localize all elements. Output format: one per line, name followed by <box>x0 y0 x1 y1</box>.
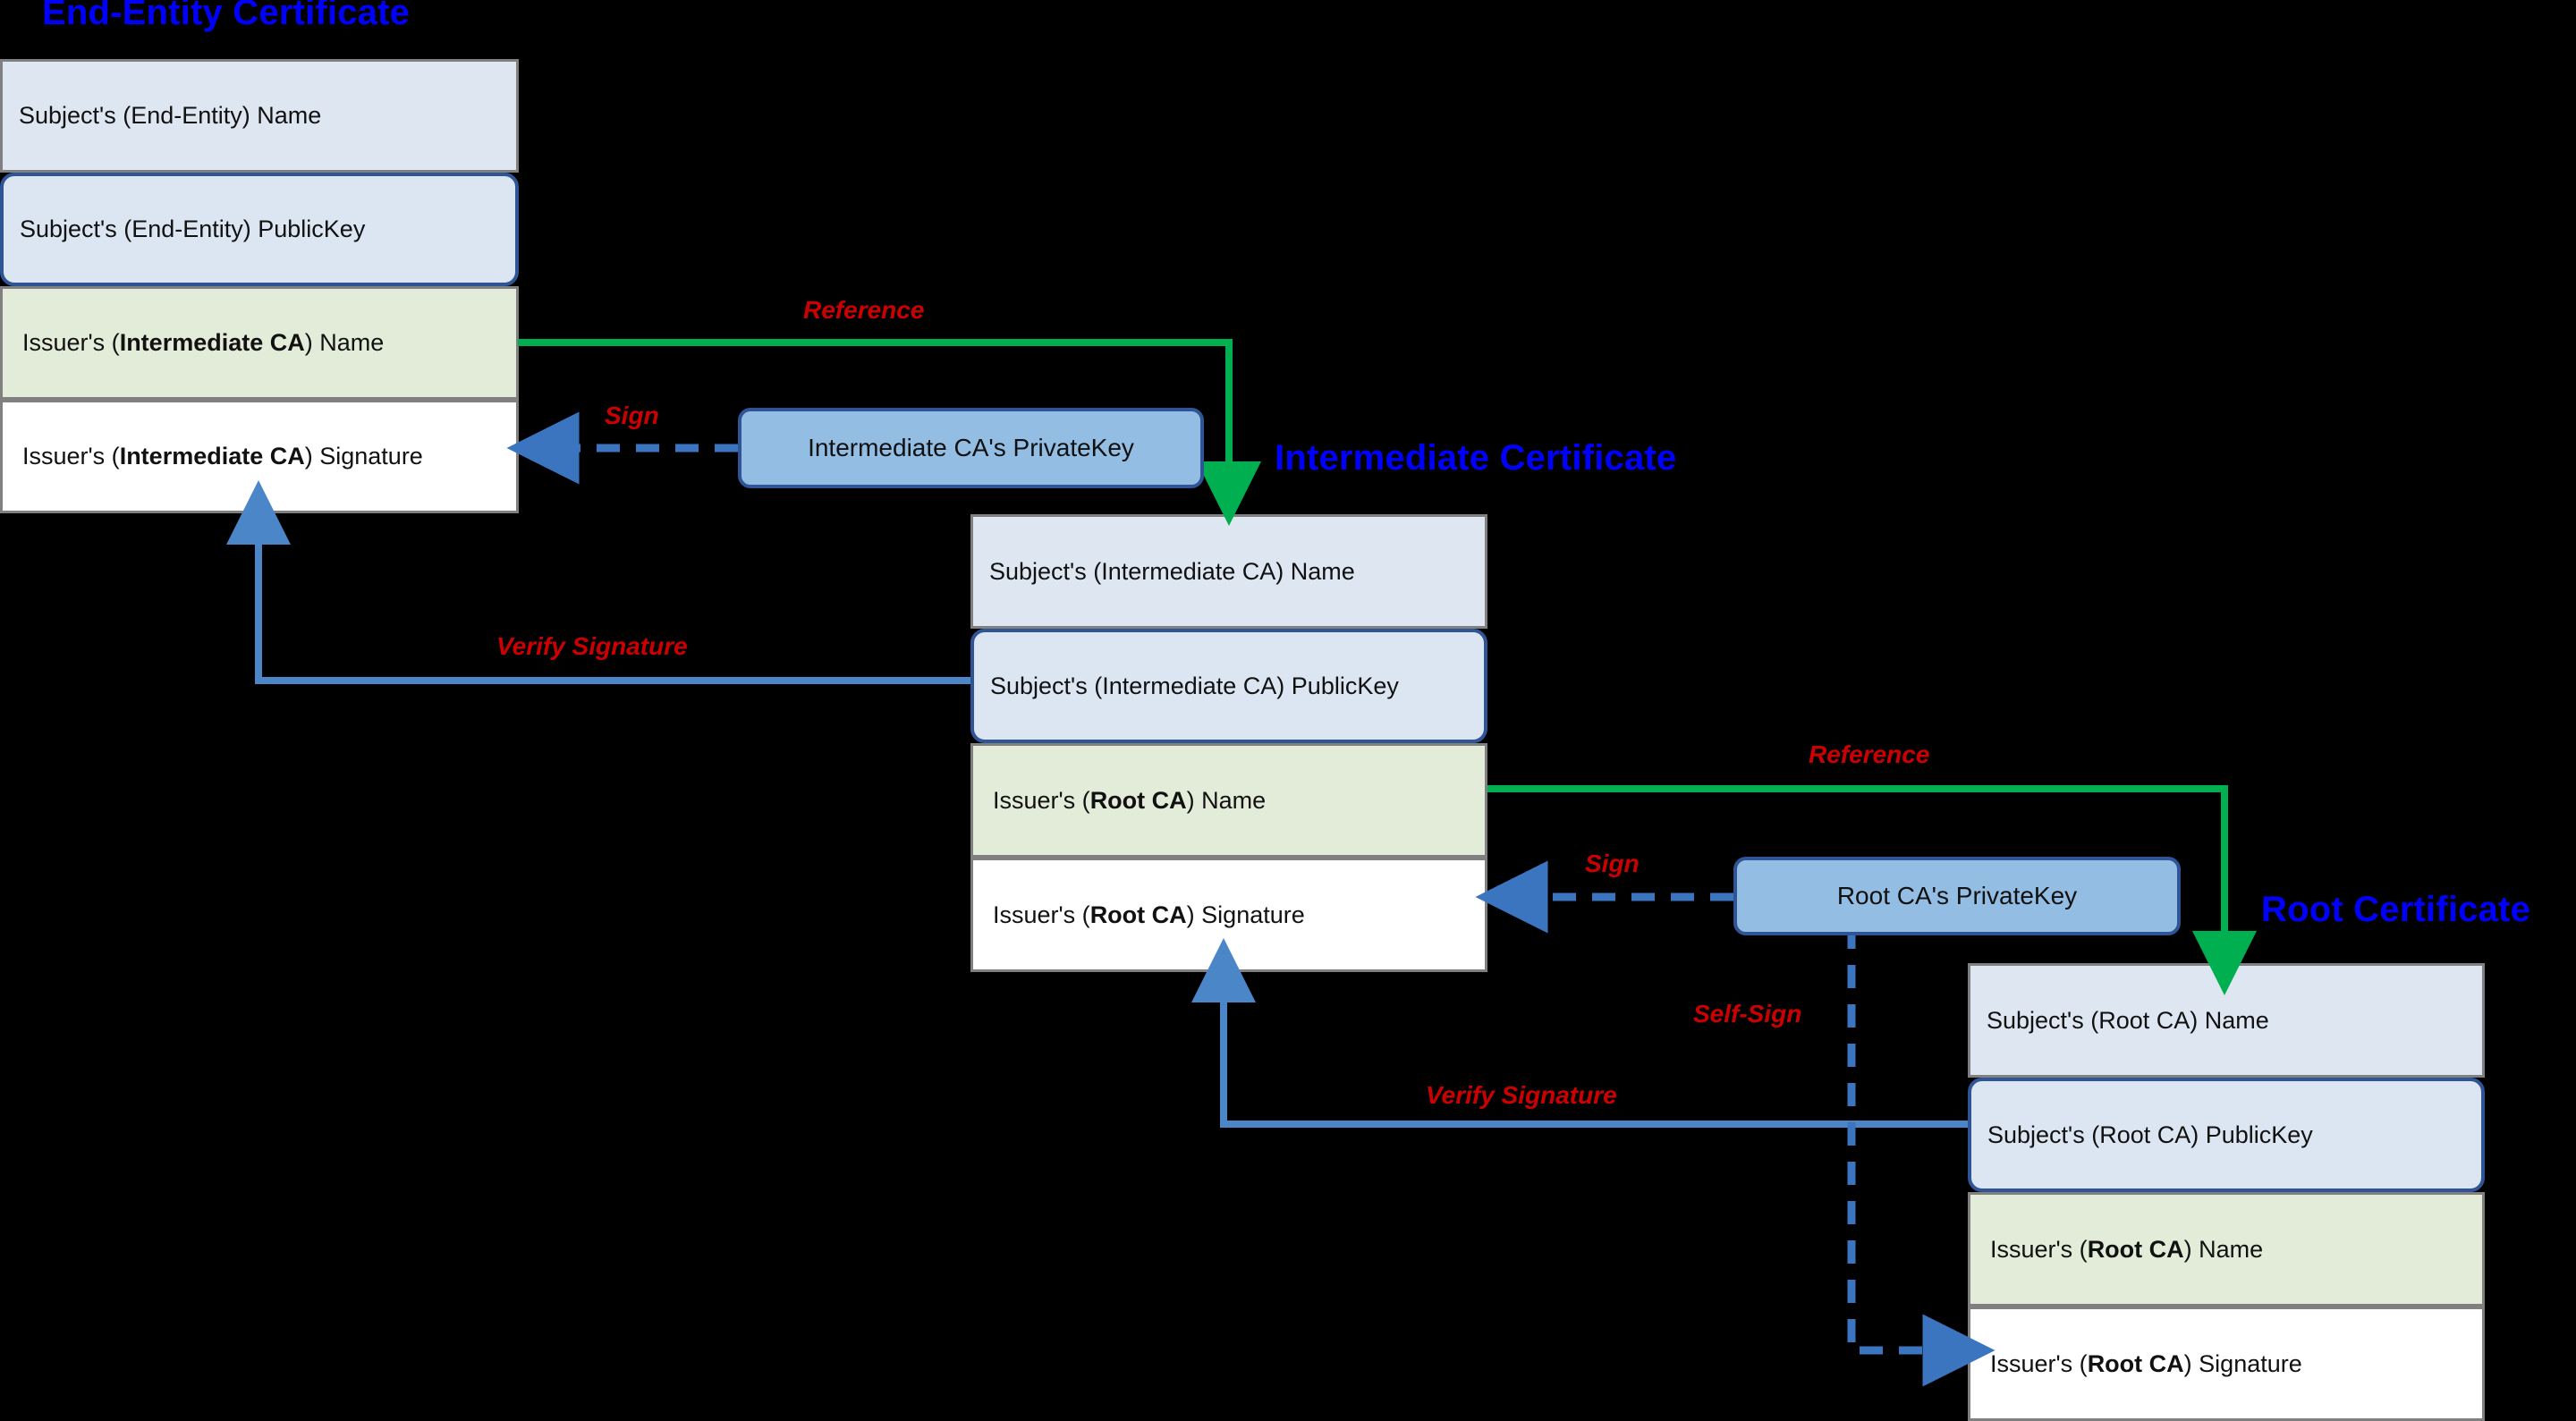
row-label: Issuer's (Intermediate CA) Signature <box>22 443 423 469</box>
row-label: Subject's (Root CA) Name <box>1987 1006 2269 1034</box>
root-certificate: Subject's (Root CA) Name Subject's (Root… <box>1968 963 2485 1421</box>
row-label: Issuer's (Root CA) Name <box>1990 1235 2264 1263</box>
row-label: Subject's (Intermediate CA) Name <box>989 557 1355 585</box>
privatekey-label: Root CA's PrivateKey <box>1836 882 2078 909</box>
intermediate-ca-privatekey-box: Intermediate CA's PrivateKey <box>738 408 1204 488</box>
row-label: Subject's (End-Entity) Name <box>19 102 322 129</box>
root-certificate-title: Root Certificate <box>2261 890 2531 929</box>
self-sign-label: Self-Sign <box>1693 1000 1802 1028</box>
end-entity-issuer-signature-row: Issuer's (Intermediate CA) Signature <box>0 400 519 513</box>
row-label: Issuer's (Root CA) Signature <box>993 901 1305 928</box>
end-entity-certificate: Subject's (End-Entity) Name Subject's (E… <box>0 59 519 513</box>
row-label: Issuer's (Root CA) Signature <box>1990 1349 2302 1377</box>
self-sign-arrow <box>1847 926 1996 1387</box>
row-label: Issuer's (Intermediate CA) Name <box>22 329 385 356</box>
row-label: Subject's (Root CA) PublicKey <box>1987 1121 2313 1148</box>
sign-label-bottom: Sign <box>1585 850 1640 877</box>
intermediate-issuer-signature-row: Issuer's (Root CA) Signature <box>970 858 1487 972</box>
intermediate-subject-publickey-row: Subject's (Intermediate CA) PublicKey <box>970 629 1487 743</box>
end-entity-certificate-title: End-Entity Certificate <box>42 0 411 32</box>
intermediate-issuer-name-row: Issuer's (Root CA) Name <box>970 743 1487 858</box>
row-label: Issuer's (Root CA) Name <box>993 786 1267 814</box>
end-entity-issuer-name-row: Issuer's (Intermediate CA) Name <box>0 286 519 400</box>
row-label: Subject's (End-Entity) PublicKey <box>20 216 366 242</box>
end-entity-subject-publickey-row: Subject's (End-Entity) PublicKey <box>0 173 519 286</box>
verify-signature-label-bottom: Verify Signature <box>1426 1081 1617 1109</box>
sign-label-top: Sign <box>605 402 659 429</box>
intermediate-subject-name-row: Subject's (Intermediate CA) Name <box>970 514 1487 629</box>
row-label: Subject's (Intermediate CA) PublicKey <box>990 672 1399 699</box>
verify-signature-label-top: Verify Signature <box>496 632 688 660</box>
root-issuer-name-row: Issuer's (Root CA) Name <box>1968 1192 2485 1307</box>
reference-label-top: Reference <box>803 296 925 324</box>
end-entity-subject-name-row: Subject's (End-Entity) Name <box>0 59 519 173</box>
root-subject-publickey-row: Subject's (Root CA) PublicKey <box>1968 1078 2485 1192</box>
privatekey-label: Intermediate CA's PrivateKey <box>808 434 1134 461</box>
intermediate-certificate-title: Intermediate Certificate <box>1275 438 1677 478</box>
reference-label-bottom: Reference <box>1809 740 1930 768</box>
root-issuer-signature-row: Issuer's (Root CA) Signature <box>1968 1307 2485 1421</box>
intermediate-certificate: Subject's (Intermediate CA) Name Subject… <box>970 514 1487 972</box>
root-subject-name-row: Subject's (Root CA) Name <box>1968 963 2485 1078</box>
root-ca-privatekey-box: Root CA's PrivateKey <box>1733 857 2181 935</box>
